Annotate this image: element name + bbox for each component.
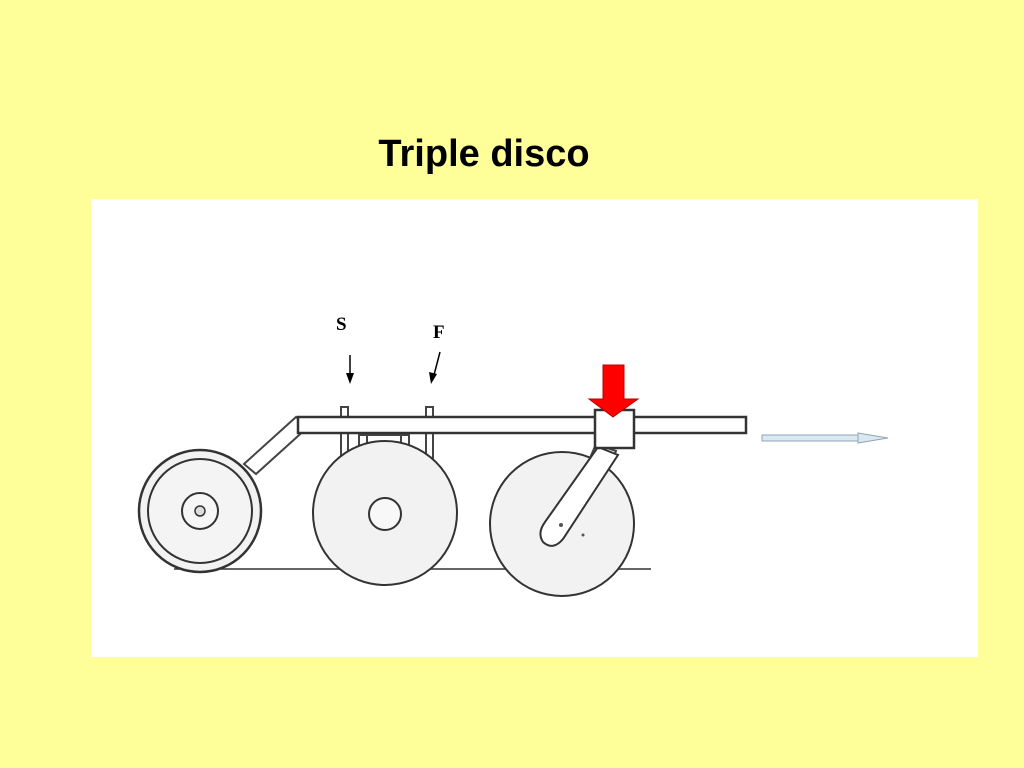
slide-title: Triple disco [378, 133, 590, 175]
figure-panel: S F [91, 199, 978, 657]
main-beam [296, 415, 748, 435]
travel-direction-arrow [761, 432, 889, 444]
f-indicator-arrow [429, 351, 441, 384]
label-s: S [336, 314, 347, 335]
s-indicator-arrow [346, 355, 354, 384]
label-f: F [433, 322, 445, 343]
middle-disc-hub [368, 497, 402, 531]
front-disc-arm [539, 445, 620, 547]
load-arrow [587, 364, 640, 418]
rear-wheel-axle [194, 505, 206, 517]
front-disc-pivot [559, 523, 563, 527]
front-disc-mark [581, 533, 585, 537]
triple-disc-diagram: S F [137, 314, 889, 597]
